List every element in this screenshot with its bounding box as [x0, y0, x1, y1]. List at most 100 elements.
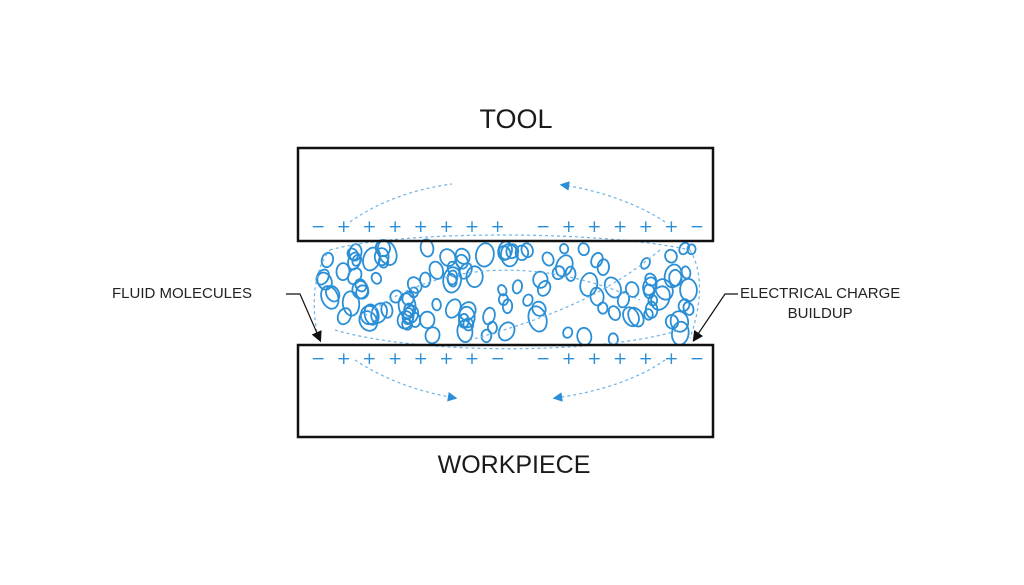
molecule — [370, 271, 383, 285]
molecule — [562, 326, 574, 339]
molecule — [501, 298, 514, 314]
molecule — [520, 242, 534, 258]
molecule — [532, 270, 549, 289]
molecule — [603, 276, 622, 299]
molecule — [579, 272, 599, 297]
molecule — [644, 300, 659, 319]
molecule — [335, 262, 351, 281]
fluid-molecules — [315, 238, 698, 347]
molecule — [590, 251, 604, 269]
molecule — [643, 308, 654, 321]
molecule — [527, 305, 548, 333]
molecule — [511, 279, 523, 295]
molecule — [531, 300, 547, 317]
molecule — [589, 286, 605, 307]
molecule — [455, 253, 469, 270]
workpiece-flow-arrows — [354, 359, 666, 402]
molecule — [336, 307, 352, 326]
tool-plate — [296, 146, 715, 243]
molecule — [480, 328, 493, 344]
molecule — [439, 248, 457, 267]
molecule — [351, 280, 369, 300]
molecule — [482, 306, 496, 326]
charge-leader-arrow — [692, 293, 738, 342]
molecule — [678, 241, 691, 256]
molecule — [686, 243, 697, 256]
molecule — [397, 292, 417, 320]
molecule — [419, 238, 435, 258]
molecule — [444, 298, 462, 319]
molecule — [446, 269, 459, 286]
molecule — [559, 243, 570, 255]
charge-buildup-label: ELECTRICAL CHARGE BUILDUP — [740, 284, 900, 324]
workpiece-charges-right: − + + + + + − — [536, 349, 707, 369]
molecule — [408, 311, 422, 328]
molecule — [663, 263, 683, 289]
molecule — [596, 258, 610, 276]
molecule — [522, 293, 534, 307]
molecule — [622, 306, 640, 328]
tool-label: TOOL — [479, 104, 553, 134]
fluid-leader-arrow — [286, 293, 322, 343]
molecule — [514, 244, 530, 261]
molecule — [505, 243, 520, 260]
molecule — [679, 277, 698, 303]
molecule — [419, 271, 432, 288]
molecule — [497, 321, 516, 342]
molecule — [362, 246, 382, 272]
molecule — [551, 265, 566, 281]
molecule — [428, 260, 445, 280]
molecule — [654, 278, 674, 301]
molecule — [647, 294, 659, 307]
molecule — [554, 254, 574, 278]
molecule — [616, 291, 631, 309]
molecule — [682, 301, 695, 316]
molecule — [577, 242, 590, 257]
charge-label-line2: BUILDUP — [787, 305, 853, 322]
molecule — [536, 280, 552, 297]
tool-charges-left: − + + + + + + + — [311, 217, 508, 237]
molecule — [597, 301, 609, 315]
molecule — [564, 265, 577, 282]
molecule — [486, 320, 498, 335]
molecule — [465, 265, 484, 288]
fluid-molecules-label: FLUID MOLECULES — [112, 285, 253, 302]
charge-label-line1: ELECTRICAL CHARGE — [740, 285, 901, 302]
molecule — [351, 253, 363, 267]
molecule — [373, 247, 390, 267]
molecule — [475, 242, 495, 268]
molecule — [624, 281, 640, 298]
molecule — [677, 298, 691, 313]
molecule — [680, 265, 692, 280]
molecule — [497, 284, 508, 297]
molecule — [396, 310, 414, 330]
molecule — [315, 268, 330, 286]
molecule — [408, 286, 419, 299]
molecule — [402, 304, 420, 325]
molecule — [424, 326, 441, 345]
molecule — [442, 266, 463, 294]
molecule — [320, 285, 340, 310]
molecule — [458, 262, 473, 280]
workpiece-plate — [296, 343, 715, 439]
molecule — [576, 326, 593, 347]
molecule — [640, 257, 651, 270]
molecule — [644, 272, 658, 287]
molecule — [341, 290, 361, 317]
molecule — [607, 305, 621, 321]
molecule — [541, 251, 555, 267]
molecule — [431, 297, 442, 312]
molecule — [419, 310, 436, 329]
molecule — [325, 285, 341, 303]
circulation-flow — [313, 234, 700, 350]
molecule — [664, 248, 678, 264]
tool-flow-arrows — [349, 181, 666, 223]
molecule — [358, 310, 379, 332]
tool-charges-right: − + + + + + − — [536, 217, 707, 237]
workpiece-label: WORKPIECE — [437, 451, 591, 479]
molecule — [389, 289, 403, 304]
molecule — [456, 319, 474, 343]
molecule — [669, 310, 690, 333]
molecule — [320, 251, 335, 269]
